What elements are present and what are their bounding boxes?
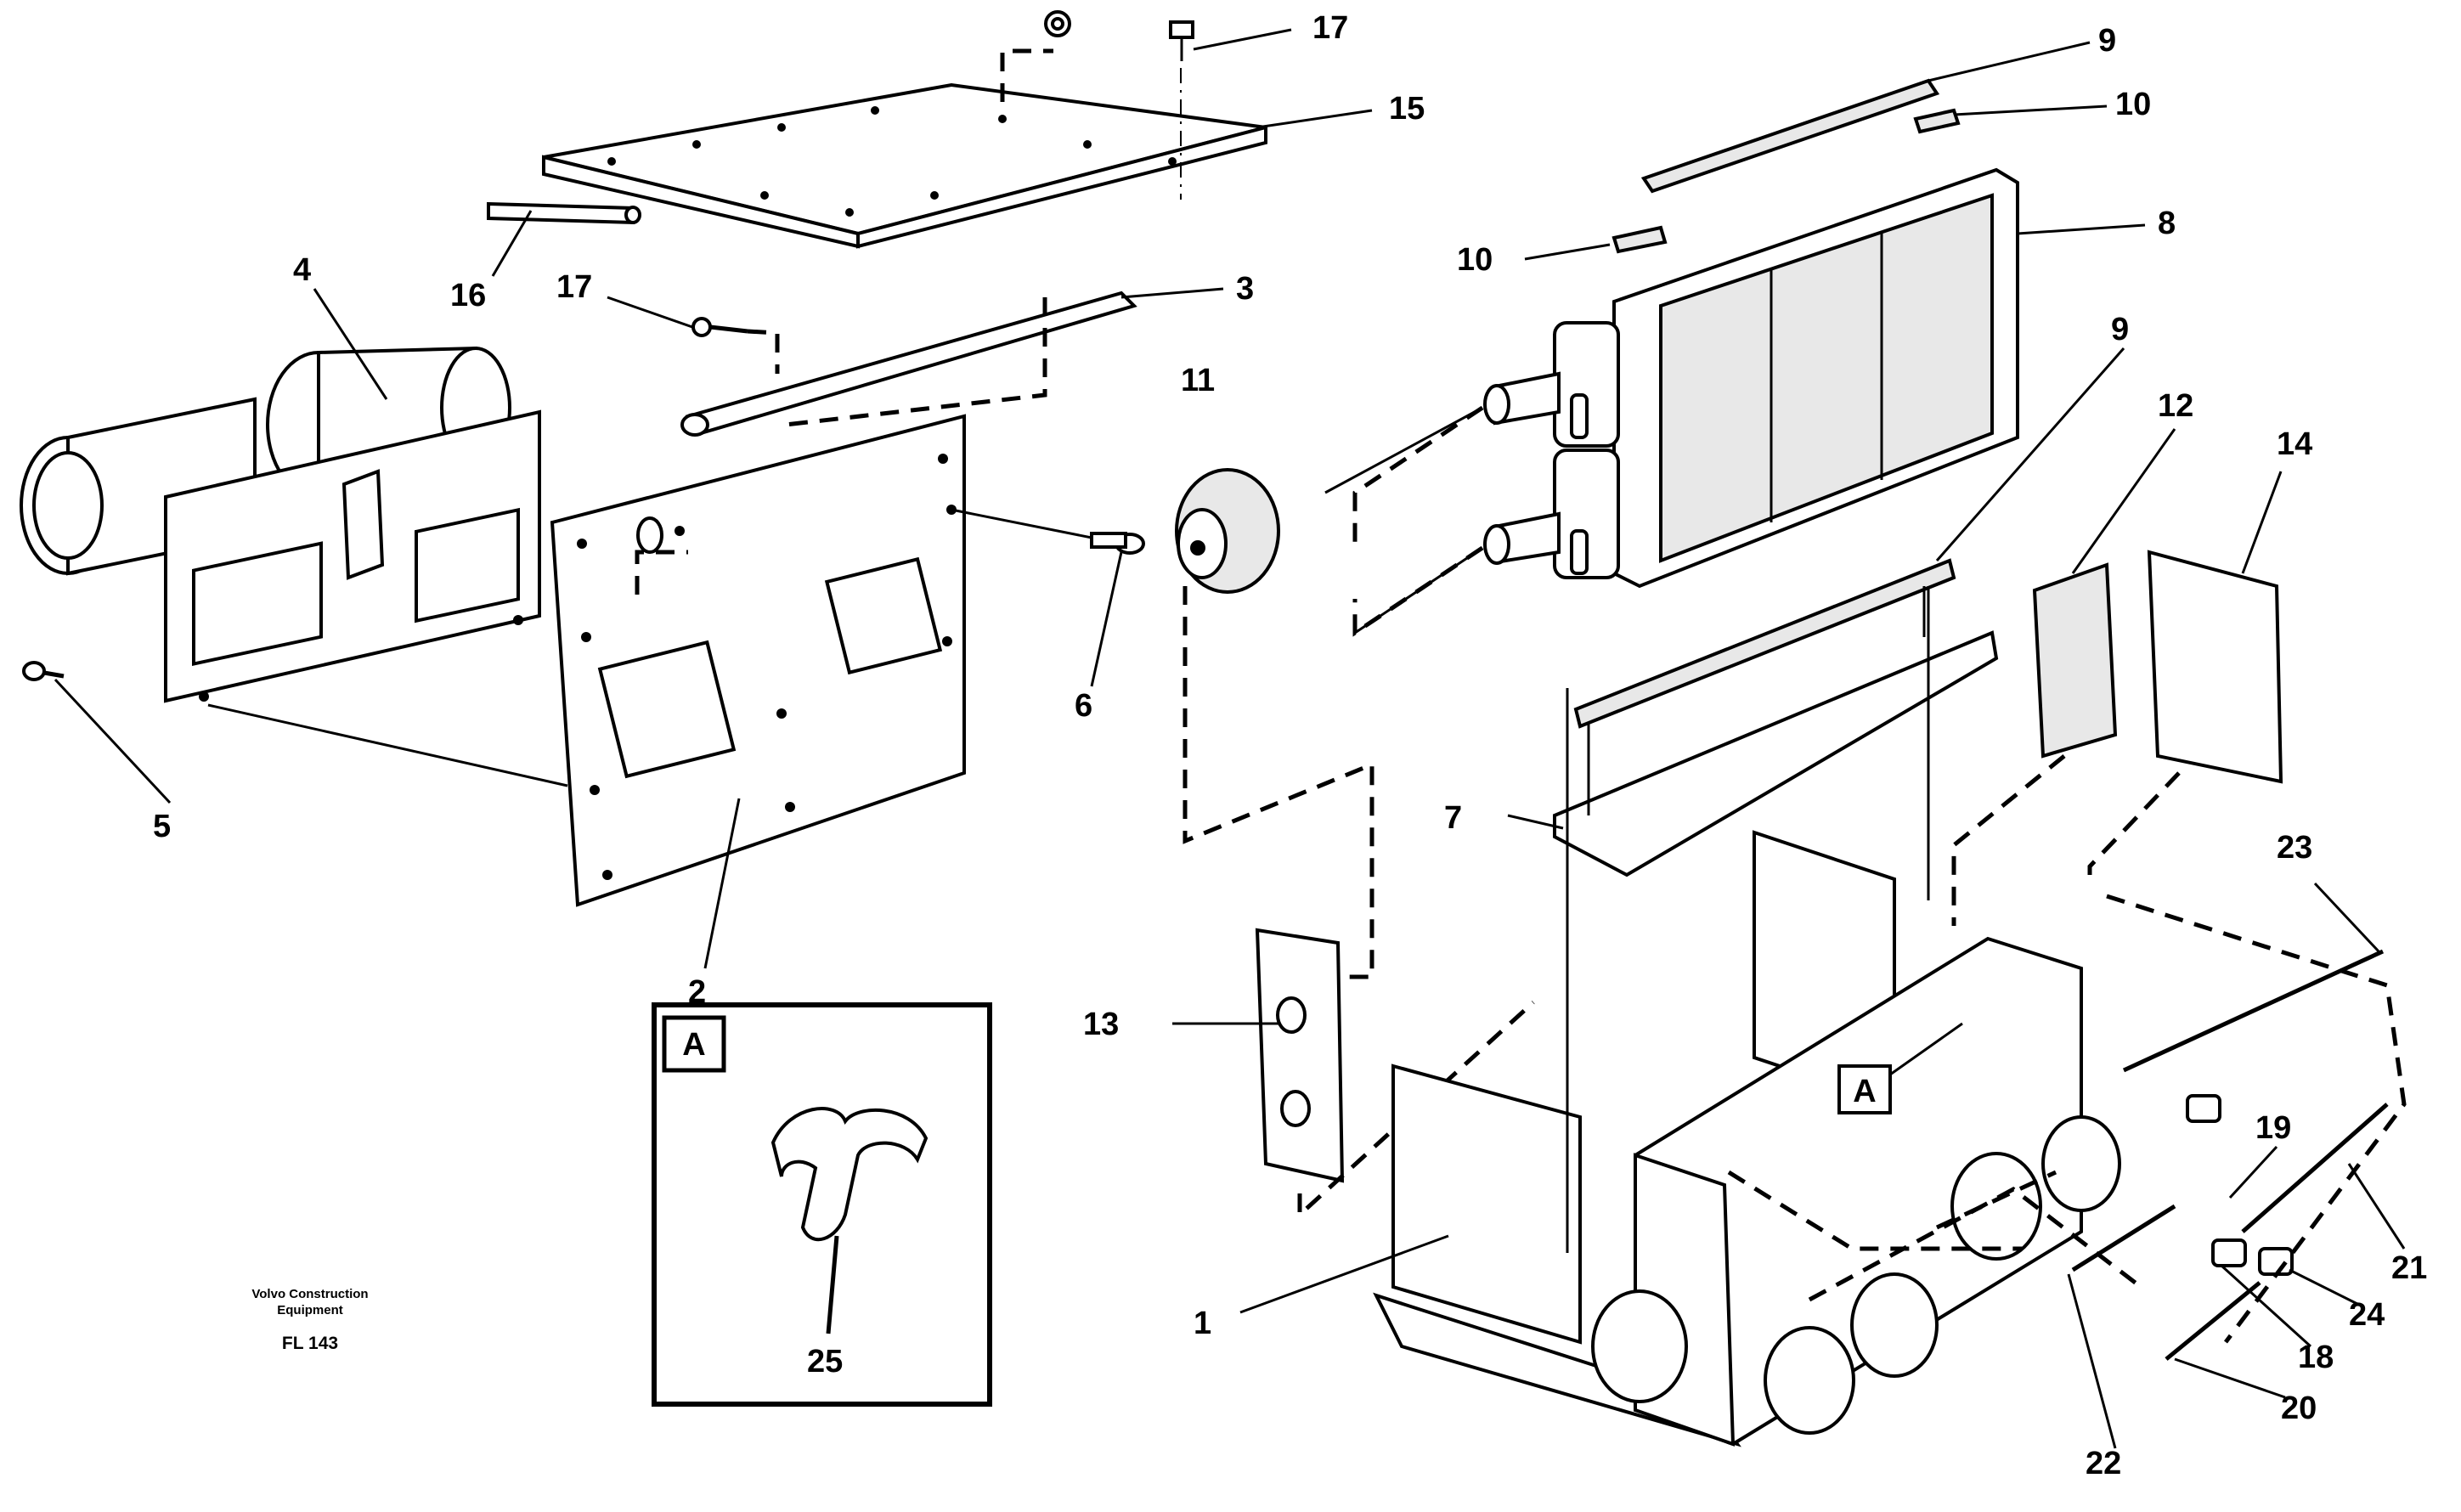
pad-10-right [1913,108,1961,134]
callout-6: 6 [1075,688,1092,724]
callout-24: 24 [2349,1297,2385,1333]
callout-21: 21 [2391,1250,2427,1286]
rod-20 [2165,1281,2261,1361]
callout-11: 11 [1181,363,1215,398]
callout-7: 7 [1444,800,1462,836]
callout-5: 5 [153,809,171,844]
callout-17-top: 17 [1312,10,1348,46]
switch-18 [2211,1238,2247,1267]
callout-9-bottom: 9 [2111,312,2129,347]
top-cover-plate [542,48,1267,249]
view-marker: A [1837,1022,1963,1114]
callout-8: 8 [2158,206,2176,241]
watermark: Volvo Construction Equipment FL 143 [251,1287,368,1353]
callout-3: 3 [1236,271,1254,307]
watermark-line2: Equipment [277,1303,343,1317]
callout-numbers: 17 15 9 10 8 4 16 17 3 10 11 9 12 14 6 5… [153,10,2427,1481]
callout-20: 20 [2281,1391,2317,1426]
callout-10-right: 10 [2115,87,2151,122]
callout-18: 18 [2298,1340,2334,1375]
fan-assembly [20,346,541,703]
bolt-6 [951,508,1145,555]
screw-17-top [1169,20,1194,61]
heater-core [1324,167,2019,637]
mounting-plate [207,414,966,907]
rod-23 [2122,949,2385,1073]
heater-housing [1373,586,2142,1447]
callout-4: 4 [293,252,311,288]
rod-21 [2241,1103,2389,1233]
figure-code: FL 143 [282,1334,338,1353]
linkage-guide [2106,894,2407,1344]
grommet [1175,468,1374,979]
watermark-line1: Volvo Construction [251,1287,368,1301]
callout-9-top: 9 [2098,23,2116,59]
detail-label: A [682,1027,705,1063]
rod-22 [2071,1204,2176,1272]
filter-block [1951,562,2118,926]
bolt-5 [22,661,65,681]
cover-plate-14 [2087,550,2283,875]
callout-13: 13 [1083,1007,1119,1042]
callout-12: 12 [2158,388,2193,424]
leader-lines [54,28,2406,1449]
callout-19: 19 [2255,1110,2291,1146]
callout-23: 23 [2277,830,2312,866]
switch-19 [2186,1094,2221,1123]
callout-17-mid: 17 [556,269,592,305]
foam-strip-bottom [1573,558,1956,729]
callout-22: 22 [2086,1446,2121,1481]
view-marker-letter: A [1853,1074,1876,1109]
rod [487,201,641,225]
callout-10-left: 10 [1457,242,1493,278]
callout-16: 16 [450,278,486,313]
screw-17-mid [691,317,780,374]
bracket-13 [1255,928,1535,1220]
nut [1044,10,1071,37]
foam-strip-top [1640,78,1940,194]
switch-24 [2258,1247,2294,1276]
callout-15: 15 [1389,91,1425,127]
seal-strip [680,291,1137,437]
drip-tray [1553,586,1999,877]
callout-2: 2 [688,974,706,1010]
detail-box: A [652,1002,992,1407]
callout-25: 25 [807,1344,843,1379]
callout-1: 1 [1194,1306,1211,1341]
pad-10-left [1612,225,1668,254]
callout-14: 14 [2277,426,2312,462]
